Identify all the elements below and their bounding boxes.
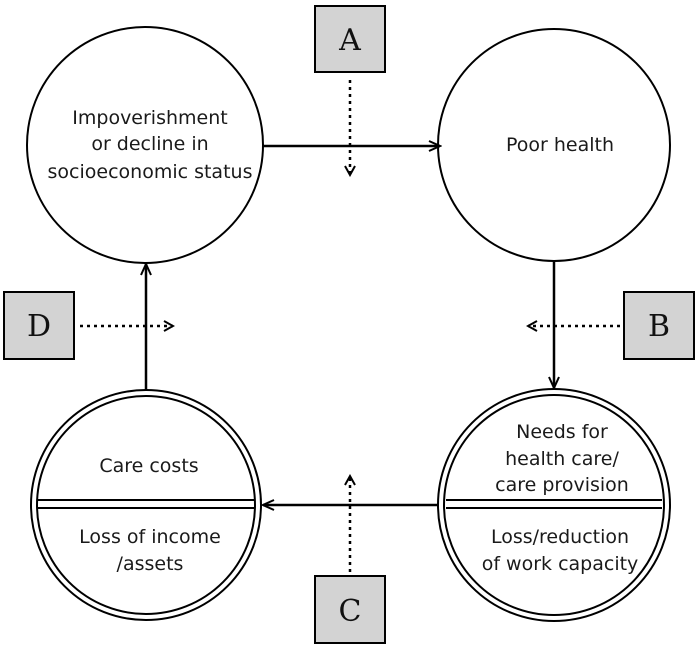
- intervention-b: B: [528, 291, 695, 360]
- node-health-care-needs: Needs for health care/ care provision Lo…: [437, 388, 671, 622]
- intervention-c-label: C: [339, 594, 362, 629]
- intervention-a-box: [314, 5, 386, 73]
- node-care-costs-top-line-1: Care costs: [99, 455, 198, 477]
- intervention-d: D: [3, 291, 173, 360]
- node-poor-health: Poor health: [437, 28, 671, 262]
- node-health-care-needs-inner-circle: [443, 394, 665, 616]
- node-care-costs: Care costs Loss of income /assets: [30, 389, 262, 621]
- intervention-a: A: [314, 5, 386, 175]
- node-health-care-needs-bottom-line-1: Loss/reduction: [491, 526, 629, 548]
- node-impoverishment-line-2: or decline in: [91, 133, 208, 155]
- node-impoverishment-line-3: socioeconomic status: [48, 161, 253, 183]
- node-impoverishment-line-1: Impoverishment: [72, 107, 227, 129]
- intervention-b-box: [623, 291, 695, 360]
- intervention-c: C: [314, 476, 386, 644]
- intervention-d-label: D: [27, 309, 51, 344]
- node-health-care-needs-top-line-1: Needs for: [516, 421, 608, 443]
- node-health-care-needs-bottom-line-2: of work capacity: [482, 553, 639, 575]
- intervention-c-box: [314, 575, 386, 644]
- intervention-b-label: B: [648, 309, 670, 344]
- node-health-care-needs-top-line-2: health care/: [505, 448, 619, 470]
- intervention-d-box: [3, 291, 75, 360]
- node-health-care-needs-top-line-3: care provision: [495, 474, 629, 496]
- node-care-costs-inner-circle: [36, 395, 256, 615]
- node-care-costs-outer-circle: [30, 389, 262, 621]
- node-care-costs-bottom-line-2: /assets: [117, 553, 184, 575]
- intervention-a-label: A: [338, 23, 361, 58]
- node-care-costs-bottom-line-1: Loss of income: [79, 526, 221, 548]
- node-poor-health-label: Poor health: [506, 134, 614, 156]
- node-impoverishment: Impoverishment or decline in socioeconom…: [26, 26, 264, 264]
